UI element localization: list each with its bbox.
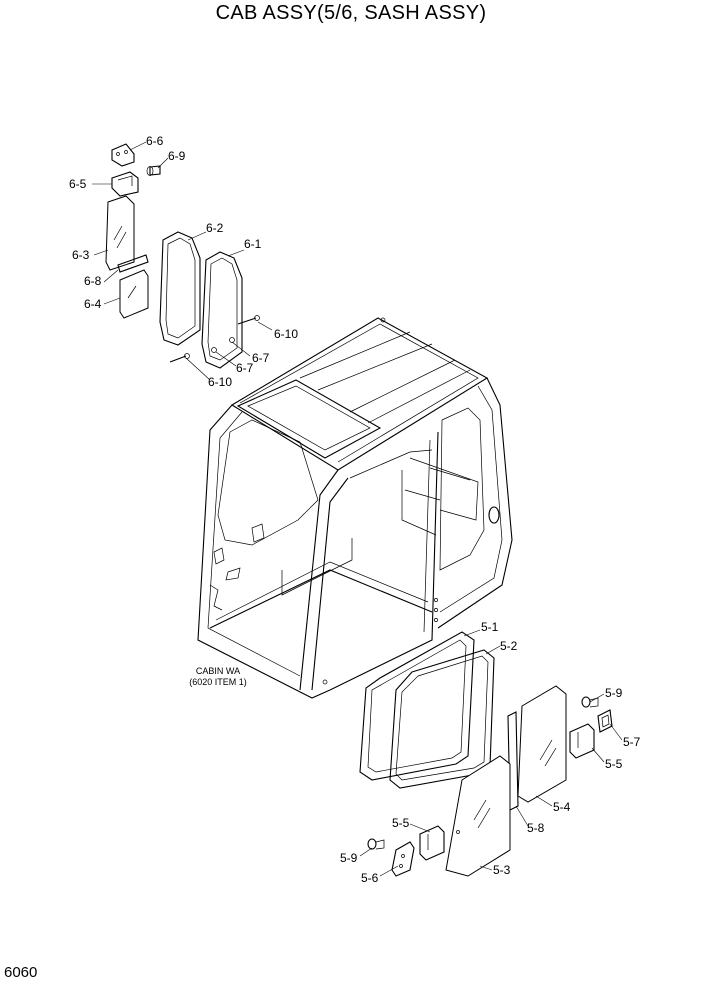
callout-5-7: 5-7 — [623, 735, 641, 749]
glass-6-3 — [105, 195, 135, 271]
screw-6-10-b — [169, 355, 187, 363]
callout-6-7-b: 6-7 — [236, 361, 254, 375]
callout-6-10-b: 6-10 — [208, 375, 232, 389]
callout-5-9-a: 5-9 — [605, 686, 623, 700]
lower-sash-group — [359, 631, 613, 877]
screw-6-10-a — [237, 317, 257, 325]
callout-6-2: 6-2 — [206, 221, 224, 235]
glass-6-4 — [119, 269, 149, 319]
callout-6-4: 6-4 — [84, 297, 102, 311]
glass-5-3 — [445, 755, 511, 877]
frame-6-2 — [159, 231, 201, 346]
frame-5-1 — [359, 631, 475, 781]
glass-5-4 — [517, 685, 567, 803]
callout-5-5-a: 5-5 — [605, 757, 623, 771]
cabin-note-line2: (6020 ITEM 1) — [189, 677, 247, 687]
callout-5-6: 5-6 — [361, 871, 379, 885]
latch-6-5 — [111, 171, 139, 197]
cabin-note-line1: CABIN WA — [196, 666, 240, 676]
bolt-5-9-a — [581, 696, 591, 708]
callout-labels: 6-6 6-9 6-5 6-3 6-8 6-4 6-2 6-1 6-10 6-7… — [69, 134, 641, 885]
callout-6-8: 6-8 — [84, 274, 102, 288]
bolt-5-9-b — [367, 838, 377, 850]
callout-6-1: 6-1 — [244, 237, 262, 251]
hinge-bracket-6-6 — [111, 143, 135, 167]
leader-lines — [92, 141, 623, 877]
hinge-5-5-b — [419, 825, 445, 861]
page-number: 6060 — [4, 964, 38, 981]
callout-5-9-b: 5-9 — [340, 851, 358, 865]
callout-6-7-a: 6-7 — [252, 351, 270, 365]
callout-6-6: 6-6 — [146, 134, 164, 148]
bolt-6-9 — [149, 165, 161, 176]
bracket-5-7 — [597, 709, 613, 733]
callout-5-4: 5-4 — [553, 800, 571, 814]
callout-5-1: 5-1 — [481, 620, 499, 634]
plate-5-6 — [391, 841, 415, 877]
page-title: CAB ASSY(5/6, SASH ASSY) — [215, 2, 487, 24]
frame-6-1 — [201, 251, 243, 369]
callout-5-5-b: 5-5 — [392, 816, 410, 830]
hinge-5-5-a — [569, 723, 595, 759]
callout-6-3: 6-3 — [72, 248, 90, 262]
callout-6-9: 6-9 — [168, 149, 186, 163]
seal-6-8 — [117, 254, 149, 273]
callout-6-10-a: 6-10 — [274, 327, 298, 341]
cab-body — [197, 317, 513, 699]
callout-6-5: 6-5 — [69, 177, 87, 191]
upper-sash-group — [105, 143, 260, 369]
callout-5-8: 5-8 — [527, 821, 545, 835]
callout-5-2: 5-2 — [500, 639, 518, 653]
callout-5-3: 5-3 — [493, 863, 511, 877]
